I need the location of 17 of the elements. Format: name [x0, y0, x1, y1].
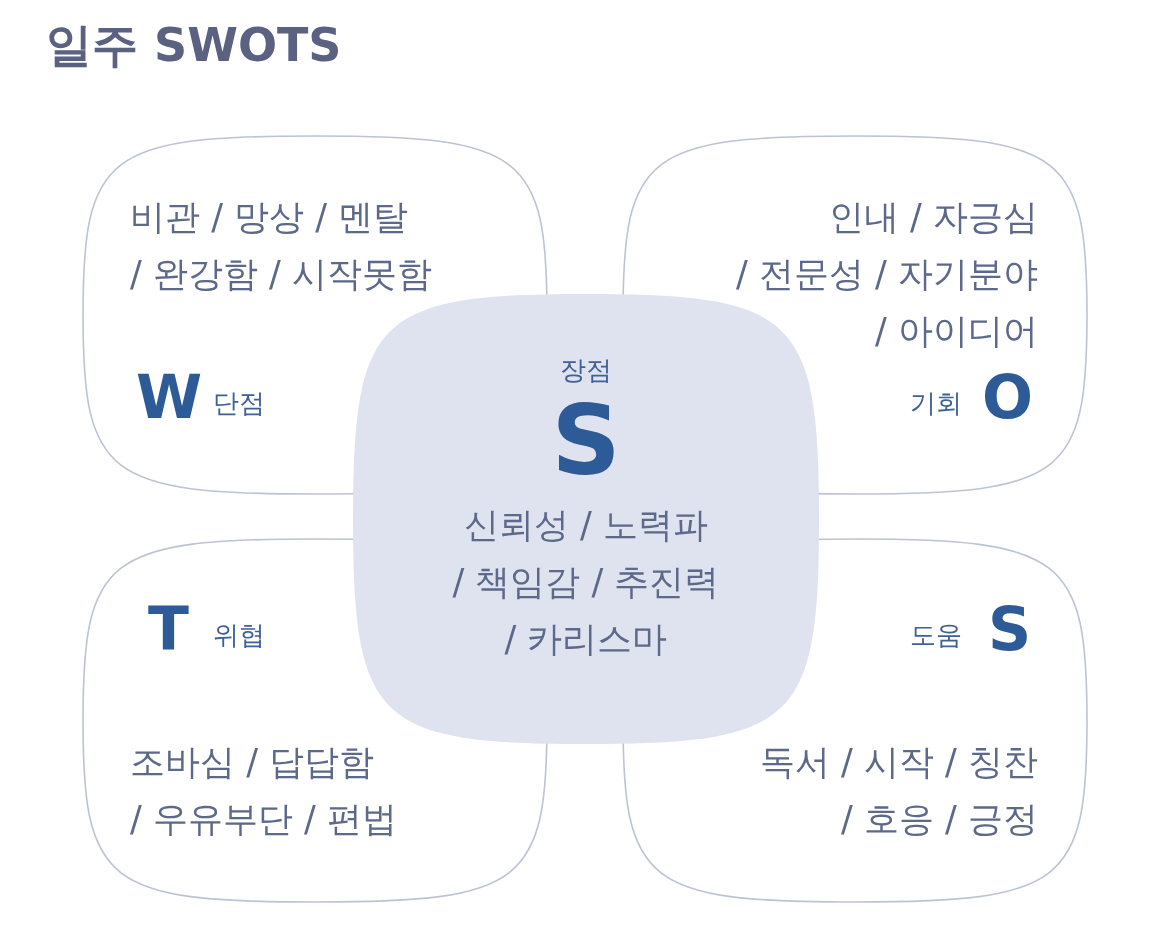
swot-letter: S: [550, 393, 622, 489]
keyword-list: 독서 / 시작 / 칭찬 / 호응 / 긍정: [759, 734, 1038, 848]
keyword-list: 신뢰성 / 노력파 / 책임감 / 추진력 / 카리스마: [352, 497, 820, 668]
swot-heading: 단점: [213, 390, 265, 416]
swot-letter: T: [148, 599, 189, 659]
swot-heading: 위협: [213, 622, 265, 648]
swot-letter: O: [982, 367, 1033, 427]
diagram-title: 일주 SWOTS: [46, 18, 342, 74]
swot-heading: 장점: [559, 357, 613, 383]
center-panel: [352, 293, 820, 745]
keyword-list: 조바심 / 답답함 / 우유부단 / 편법: [130, 734, 397, 848]
swot-letter: W: [136, 367, 203, 427]
swot-heading: 기회: [910, 390, 962, 416]
keyword-list: 인내 / 자긍심 / 전문성 / 자기분야 / 아이디어: [736, 189, 1038, 360]
swot-letter: S: [988, 599, 1032, 659]
swot-heading: 도움: [910, 622, 962, 648]
keyword-list: 비관 / 망상 / 멘탈 / 완강함 / 시작못함: [130, 189, 432, 303]
